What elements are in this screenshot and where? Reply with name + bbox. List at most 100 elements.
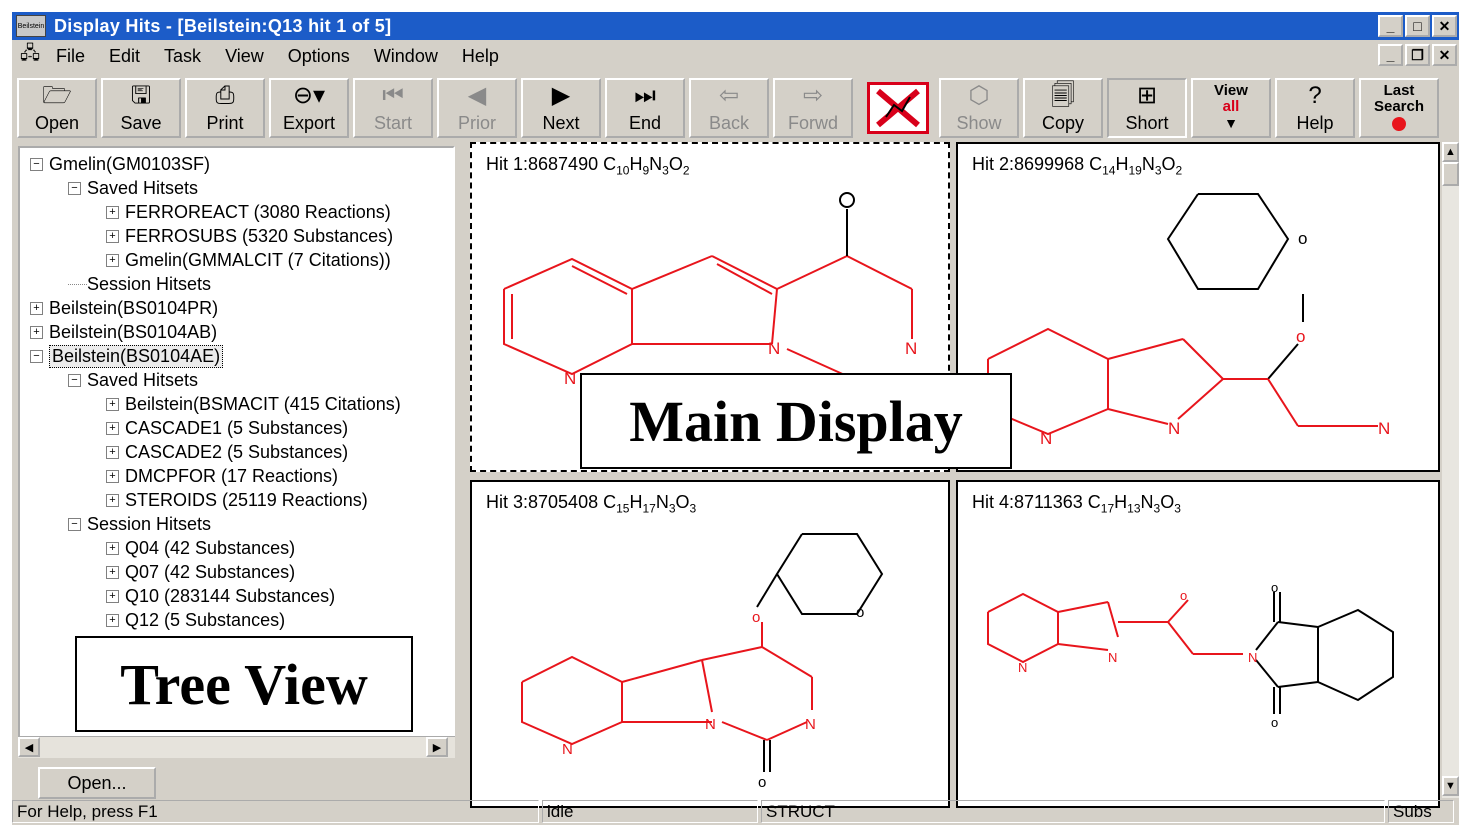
next-button[interactable]: ▶Next <box>521 78 601 138</box>
menu-help[interactable]: Help <box>461 45 499 66</box>
mdi-close-button[interactable]: ✕ <box>1432 44 1457 66</box>
open-button[interactable]: Open... <box>38 767 156 799</box>
tree-item[interactable]: +Beilstein(BS0104AB) <box>30 320 217 344</box>
tree-item[interactable]: −Gmelin(GM0103SF) <box>30 152 210 176</box>
collapse-icon[interactable]: − <box>30 157 43 171</box>
vertical-scrollbar[interactable]: ▲ ▼ <box>1442 142 1459 798</box>
scroll-left-button[interactable]: ◀ <box>18 737 40 757</box>
tree-item[interactable]: +DMCPFOR (17 Reactions) <box>106 464 338 488</box>
tree-horizontal-scrollbar[interactable]: ◀ ▶ <box>18 736 455 758</box>
app-icon[interactable]: Beilstein <box>16 15 46 37</box>
expand-icon[interactable]: + <box>106 421 119 435</box>
show-button[interactable]: ⬡Show <box>939 78 1019 138</box>
tree-item[interactable]: +Q04 (42 Substances) <box>106 536 295 560</box>
end-button[interactable]: ⏭End <box>605 78 685 138</box>
tree-item[interactable]: +Q10 (283144 Substances) <box>106 584 335 608</box>
expand-icon[interactable]: + <box>106 253 119 267</box>
forward-button[interactable]: ⇨Forwd <box>773 78 853 138</box>
formula-part: O <box>668 154 683 174</box>
export-button[interactable]: ⊖▾Export <box>269 78 349 138</box>
tree-item[interactable]: +Gmelin(GMMALCIT (7 Citations)) <box>106 248 391 272</box>
expand-icon[interactable]: + <box>106 589 119 603</box>
tree-item[interactable]: +Q07 (42 Substances) <box>106 560 295 584</box>
tree-item-label: Saved Hitsets <box>87 369 199 390</box>
tree-item[interactable]: +Q12 (5 Substances) <box>106 608 285 632</box>
collapse-icon[interactable]: − <box>30 349 43 363</box>
menu-view[interactable]: View <box>225 45 264 66</box>
collapse-icon[interactable]: − <box>68 181 81 195</box>
tree-item[interactable]: +STEROIDS (25119 Reactions) <box>106 488 368 512</box>
print-button[interactable]: ⎙Print <box>185 78 265 138</box>
last-search-button[interactable]: Last Search <box>1359 78 1439 138</box>
close-button[interactable]: ✕ <box>1432 15 1457 37</box>
expand-icon[interactable]: + <box>106 469 119 483</box>
svg-text:N: N <box>562 741 573 758</box>
hit-panel-2[interactable]: Hit 2:8699968 C14H19N3O2 o o N N <box>956 142 1440 472</box>
scroll-down-button[interactable]: ▼ <box>1442 776 1459 796</box>
copy-button[interactable]: 🗐Copy <box>1023 78 1103 138</box>
red-dot-icon <box>1392 117 1406 131</box>
menu-edit[interactable]: Edit <box>109 45 141 66</box>
expand-icon[interactable]: + <box>106 565 119 579</box>
tree-item[interactable]: +Beilstein(BSMACIT (415 Citations) <box>106 392 401 416</box>
prior-button[interactable]: ◀Prior <box>437 78 517 138</box>
collapse-icon[interactable]: − <box>68 373 81 387</box>
expand-icon[interactable]: + <box>106 613 119 627</box>
expand-icon[interactable]: + <box>106 205 119 219</box>
save-button[interactable]: 🖫Save <box>101 78 181 138</box>
menu-task[interactable]: Task <box>164 45 202 66</box>
title-bar[interactable]: Beilstein Display Hits - [Beilstein:Q13 … <box>12 12 1459 40</box>
mdi-minimize-button[interactable]: _ <box>1378 44 1403 66</box>
scroll-up-button[interactable]: ▲ <box>1442 142 1459 162</box>
tree-item[interactable]: +CASCADE1 (5 Substances) <box>106 416 348 440</box>
structure-2: o o N N N <box>987 193 1390 448</box>
expand-icon[interactable]: + <box>106 493 119 507</box>
tree-item[interactable]: +CASCADE2 (5 Substances) <box>106 440 348 464</box>
hit-panel-3[interactable]: Hit 3:8705408 C15H17N3O3 o o o <box>470 480 950 808</box>
svg-text:o: o <box>1296 327 1305 346</box>
back-button[interactable]: ⇦Back <box>689 78 769 138</box>
expand-icon[interactable]: + <box>106 541 119 555</box>
scroll-thumb[interactable] <box>1442 162 1459 186</box>
start-button[interactable]: ⏮Start <box>353 78 433 138</box>
expand-icon[interactable]: + <box>30 301 43 315</box>
collapse-icon[interactable]: − <box>68 517 81 531</box>
short-button[interactable]: ⊞Short <box>1107 78 1187 138</box>
maximize-button[interactable]: □ <box>1405 15 1430 37</box>
document-icon[interactable]: 🖧 <box>19 43 41 63</box>
tree-item[interactable]: Session Hitsets <box>68 272 211 296</box>
cancel-search-button[interactable] <box>867 82 929 134</box>
expand-icon[interactable]: + <box>106 229 119 243</box>
structure-3: o o o N N N <box>521 533 884 791</box>
formula-part: 3 <box>662 163 669 178</box>
formula-part: 3 <box>668 501 676 516</box>
help-question-icon: ? <box>1308 82 1322 109</box>
tree-item-label: Saved Hitsets <box>87 177 199 198</box>
formula-part: 14 <box>1102 163 1116 178</box>
formula-part: C <box>603 154 617 174</box>
expand-icon[interactable]: + <box>106 397 119 411</box>
tree-item[interactable]: −Session Hitsets <box>68 512 211 536</box>
mdi-restore-button[interactable]: ❐ <box>1405 44 1430 66</box>
help-button[interactable]: ?Help <box>1275 78 1355 138</box>
tree-item[interactable]: −Saved Hitsets <box>68 368 198 392</box>
tree-item-label: Beilstein(BS0104PR) <box>49 297 219 318</box>
menu-options[interactable]: Options <box>287 45 350 66</box>
menu-window[interactable]: Window <box>373 45 438 66</box>
tree-item[interactable]: +FERROSUBS (5320 Substances) <box>106 224 393 248</box>
scroll-right-button[interactable]: ▶ <box>426 737 448 757</box>
chevron-down-icon: ▼ <box>1224 115 1238 131</box>
hit-panel-4[interactable]: Hit 4:8711363 C17H13N3O3 o N <box>956 480 1440 808</box>
tree-item[interactable]: −Beilstein(BS0104AE) <box>30 344 224 368</box>
expand-icon[interactable]: + <box>106 445 119 459</box>
open-toolbar-button[interactable]: 🗁Open <box>17 78 97 138</box>
view-all-button[interactable]: View all ▼ <box>1191 78 1271 138</box>
formula-part: 17 <box>1100 501 1115 516</box>
tree-item[interactable]: + Beilstein(BS0104PR) <box>30 296 218 320</box>
menu-file[interactable]: File <box>56 45 86 66</box>
formula-part: C <box>1087 492 1101 512</box>
tree-item[interactable]: −Saved Hitsets <box>68 176 198 200</box>
tree-item[interactable]: +FERROREACT (3080 Reactions) <box>106 200 391 224</box>
minimize-button[interactable]: _ <box>1378 15 1403 37</box>
expand-icon[interactable]: + <box>30 325 43 339</box>
